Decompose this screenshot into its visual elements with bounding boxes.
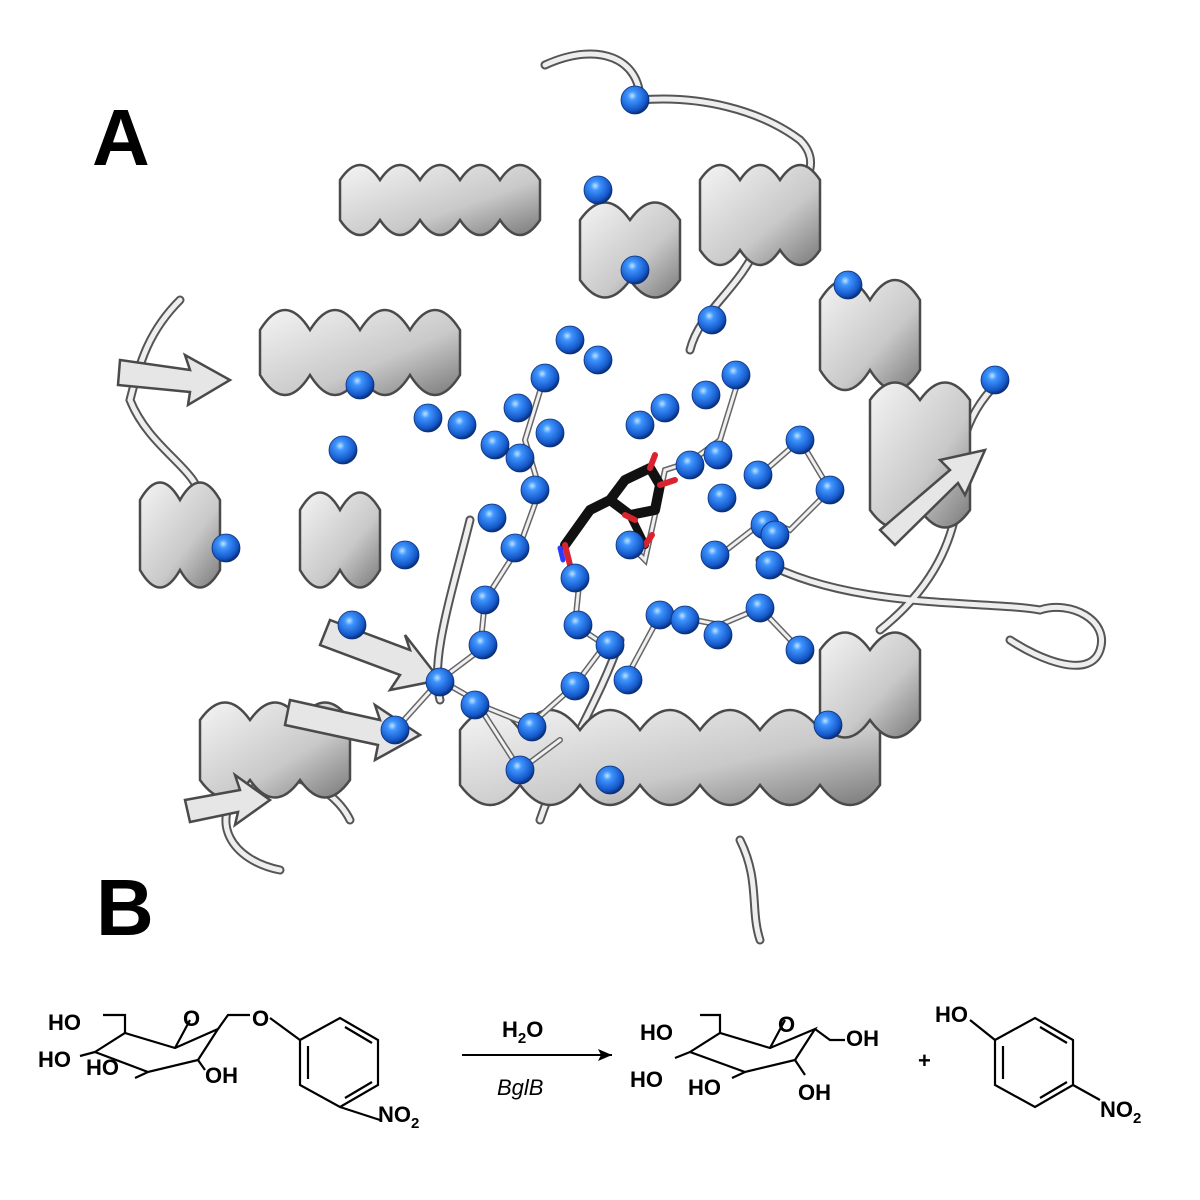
atom-sphere xyxy=(595,765,625,795)
atom-sphere xyxy=(583,345,613,375)
atom-sphere xyxy=(583,175,613,205)
reactant-oh: OH xyxy=(205,1063,238,1088)
atom-sphere xyxy=(480,430,510,460)
atom-sphere xyxy=(211,533,241,563)
glucose-ho-3: HO xyxy=(688,1075,721,1100)
glucose-ring-o: O xyxy=(778,1012,795,1037)
atom-sphere xyxy=(535,418,565,448)
glucose-ho-1: HO xyxy=(640,1020,673,1045)
atom-sphere xyxy=(337,610,367,640)
atom-sphere xyxy=(707,483,737,513)
reactant-ring-o: O xyxy=(183,1006,200,1031)
atom-sphere xyxy=(620,85,650,115)
atom-sphere xyxy=(721,360,751,390)
reactant-structure xyxy=(79,1013,381,1122)
glucose-product-structure xyxy=(674,1013,845,1079)
atom-sphere xyxy=(980,365,1010,395)
atom-sphere xyxy=(345,370,375,400)
atom-sphere xyxy=(833,270,863,300)
atom-sphere xyxy=(785,635,815,665)
plus-sign: + xyxy=(918,1048,931,1073)
atom-sphere xyxy=(563,610,593,640)
atom-sphere xyxy=(505,755,535,785)
glucose-oh-2: OH xyxy=(798,1080,831,1105)
atom-sphere xyxy=(691,380,721,410)
atom-sphere xyxy=(413,403,443,433)
atom-sphere xyxy=(703,440,733,470)
atom-sphere xyxy=(530,363,560,393)
atom-sphere xyxy=(595,630,625,660)
atom-sphere xyxy=(328,435,358,465)
nitrophenol-no2: NO2 xyxy=(1100,1097,1141,1127)
reaction-arrow xyxy=(462,1049,612,1061)
reactant-ho-3: HO xyxy=(86,1055,119,1080)
atom-sphere xyxy=(703,620,733,650)
atom-sphere xyxy=(755,550,785,580)
atom-sphere xyxy=(675,450,705,480)
atom-sphere xyxy=(815,475,845,505)
highlighted-atoms xyxy=(211,85,1010,795)
atom-sphere xyxy=(517,712,547,742)
atom-sphere xyxy=(615,530,645,560)
atom-sphere xyxy=(503,393,533,423)
nitrophenol-product-structure xyxy=(969,1016,1101,1109)
atom-sphere xyxy=(760,520,790,550)
atom-sphere xyxy=(447,410,477,440)
atom-sphere xyxy=(613,665,643,695)
atom-sphere xyxy=(500,533,530,563)
glucose-ho-2: HO xyxy=(630,1067,663,1092)
atom-sphere xyxy=(555,325,585,355)
atom-sphere xyxy=(700,540,730,570)
nitrophenol-ho: HO xyxy=(935,1002,968,1027)
atom-sphere xyxy=(390,540,420,570)
reactant-ho-2: HO xyxy=(38,1047,71,1072)
atom-sphere xyxy=(468,630,498,660)
atom-sphere xyxy=(745,593,775,623)
panel-a-label: A xyxy=(92,93,150,182)
atom-sphere xyxy=(560,563,590,593)
atom-sphere xyxy=(743,460,773,490)
atom-sphere xyxy=(460,690,490,720)
atom-sphere xyxy=(670,605,700,635)
atom-sphere xyxy=(520,475,550,505)
reagent-water: H2O xyxy=(502,1017,543,1047)
atom-sphere xyxy=(560,671,590,701)
reactant-ho-1: HO xyxy=(48,1010,81,1035)
atom-sphere xyxy=(697,305,727,335)
reactant-no2: NO2 xyxy=(378,1102,419,1132)
atom-sphere xyxy=(785,425,815,455)
atom-sphere xyxy=(650,393,680,423)
atom-sphere xyxy=(477,503,507,533)
atom-sphere xyxy=(620,255,650,285)
glucose-oh-1: OH xyxy=(846,1026,879,1051)
reactant-link-o: O xyxy=(252,1006,269,1031)
atom-sphere xyxy=(470,585,500,615)
atom-sphere xyxy=(813,710,843,740)
panel-b-label: B xyxy=(96,863,154,952)
atom-sphere xyxy=(625,410,655,440)
atom-sphere xyxy=(380,715,410,745)
atom-sphere xyxy=(505,443,535,473)
enzyme-label: BglB xyxy=(497,1075,543,1100)
protein-structure-illustration xyxy=(116,49,1107,945)
atom-sphere xyxy=(425,667,455,697)
